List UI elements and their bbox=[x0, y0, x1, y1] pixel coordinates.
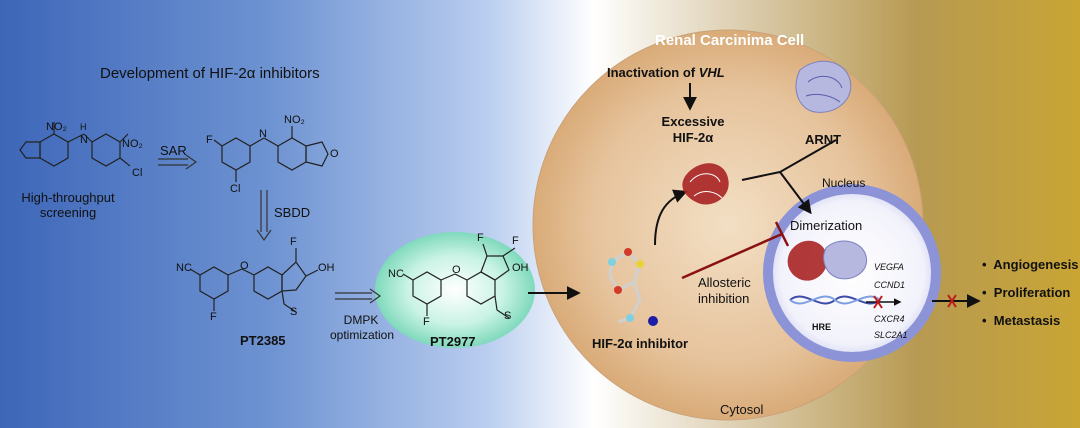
cl-label-2: Cl bbox=[230, 183, 241, 195]
pt2385-label: PT2385 bbox=[240, 333, 286, 348]
dimerization-label: Dimerization bbox=[790, 218, 863, 233]
gene-cxcr4: CXCR4 bbox=[874, 314, 905, 324]
inhibition-bar bbox=[774, 221, 790, 247]
hts-hit-structure bbox=[19, 122, 131, 167]
oh-label-2: OH bbox=[512, 262, 529, 274]
f-label-1: F bbox=[206, 134, 213, 146]
dmpk-label: DMPK optimization bbox=[330, 313, 395, 342]
cytosol-label: Cytosol bbox=[720, 402, 764, 417]
gene-block-x bbox=[873, 295, 883, 309]
allosteric-inhibition-line bbox=[681, 232, 783, 280]
nh-label-2: N bbox=[259, 128, 267, 140]
allosteric-label: Allosteric inhibition bbox=[698, 275, 751, 306]
f-label-2: F bbox=[210, 311, 217, 323]
inhibitor-to-protein-arrow bbox=[654, 189, 688, 246]
gene-vegfa: VEGFA bbox=[874, 262, 904, 272]
outcome-proliferation: • Proliferation bbox=[982, 285, 1071, 300]
outcome-angiogenesis: • Angiogenesis bbox=[982, 257, 1079, 272]
sar-label: SAR bbox=[160, 143, 187, 158]
sar-arrow bbox=[158, 154, 198, 170]
f-label-5: F bbox=[477, 232, 484, 244]
nucleus-label: Nucleus bbox=[822, 176, 866, 190]
o-label-1: O bbox=[240, 260, 249, 272]
s-label-2: S bbox=[504, 310, 512, 322]
sar-product-structure bbox=[213, 126, 329, 182]
outcome-block-x bbox=[947, 294, 957, 308]
inhibitor-molecule bbox=[608, 248, 658, 326]
nh-label-1: N bbox=[80, 134, 88, 146]
dimer-complex bbox=[787, 240, 868, 281]
arnt-protein bbox=[795, 60, 852, 113]
hre-label: HRE bbox=[812, 322, 832, 332]
no2-label-1: NO₂ bbox=[46, 121, 67, 133]
hif2a-protein bbox=[682, 163, 729, 205]
sbdd-label: SBDD bbox=[274, 205, 311, 220]
outcome-metastasis: • Metastasis bbox=[982, 313, 1061, 328]
f-label-3: F bbox=[290, 236, 297, 248]
oh-label-1: OH bbox=[318, 262, 335, 274]
pt2977-label: PT2977 bbox=[430, 334, 476, 349]
nc-label-1: NC bbox=[176, 262, 192, 274]
pt2385-structure bbox=[189, 248, 319, 313]
no2-label-2: NO₂ bbox=[122, 138, 143, 150]
gene-slc2a1: SLC2A1 bbox=[874, 330, 908, 340]
vhl-line: Inactivation of VHL bbox=[607, 65, 725, 80]
left-title: Development of HIF-2α inhibitors bbox=[100, 65, 320, 82]
cl-label-1: Cl bbox=[132, 167, 143, 179]
dna-helix bbox=[789, 295, 881, 305]
s-label-1: S bbox=[290, 306, 298, 318]
pt2977-structure bbox=[402, 243, 516, 319]
hts-label: High-throughput screening bbox=[21, 190, 115, 220]
pt2977-highlight bbox=[375, 232, 535, 348]
o-label-2: O bbox=[452, 264, 461, 276]
h-label-1: H bbox=[80, 122, 87, 132]
nc-label-2: NC bbox=[388, 268, 404, 280]
sbdd-arrow bbox=[256, 190, 272, 242]
inhibitor-label: HIF-2α inhibitor bbox=[592, 336, 689, 351]
no2-label-3: NO₂ bbox=[284, 114, 305, 126]
cell-title: Renal Carcinima Cell bbox=[655, 32, 805, 49]
dimerization-merge-lines bbox=[741, 139, 837, 212]
excess-hif2a-label: Excessive HIF-2α bbox=[661, 114, 725, 145]
dmpk-arrow bbox=[335, 288, 382, 304]
f-label-4: F bbox=[423, 316, 430, 328]
gene-ccnd1: CCND1 bbox=[874, 280, 906, 290]
ring-o-label: O bbox=[330, 148, 339, 160]
arnt-label: ARNT bbox=[805, 132, 842, 147]
f-label-6: F bbox=[512, 235, 519, 247]
